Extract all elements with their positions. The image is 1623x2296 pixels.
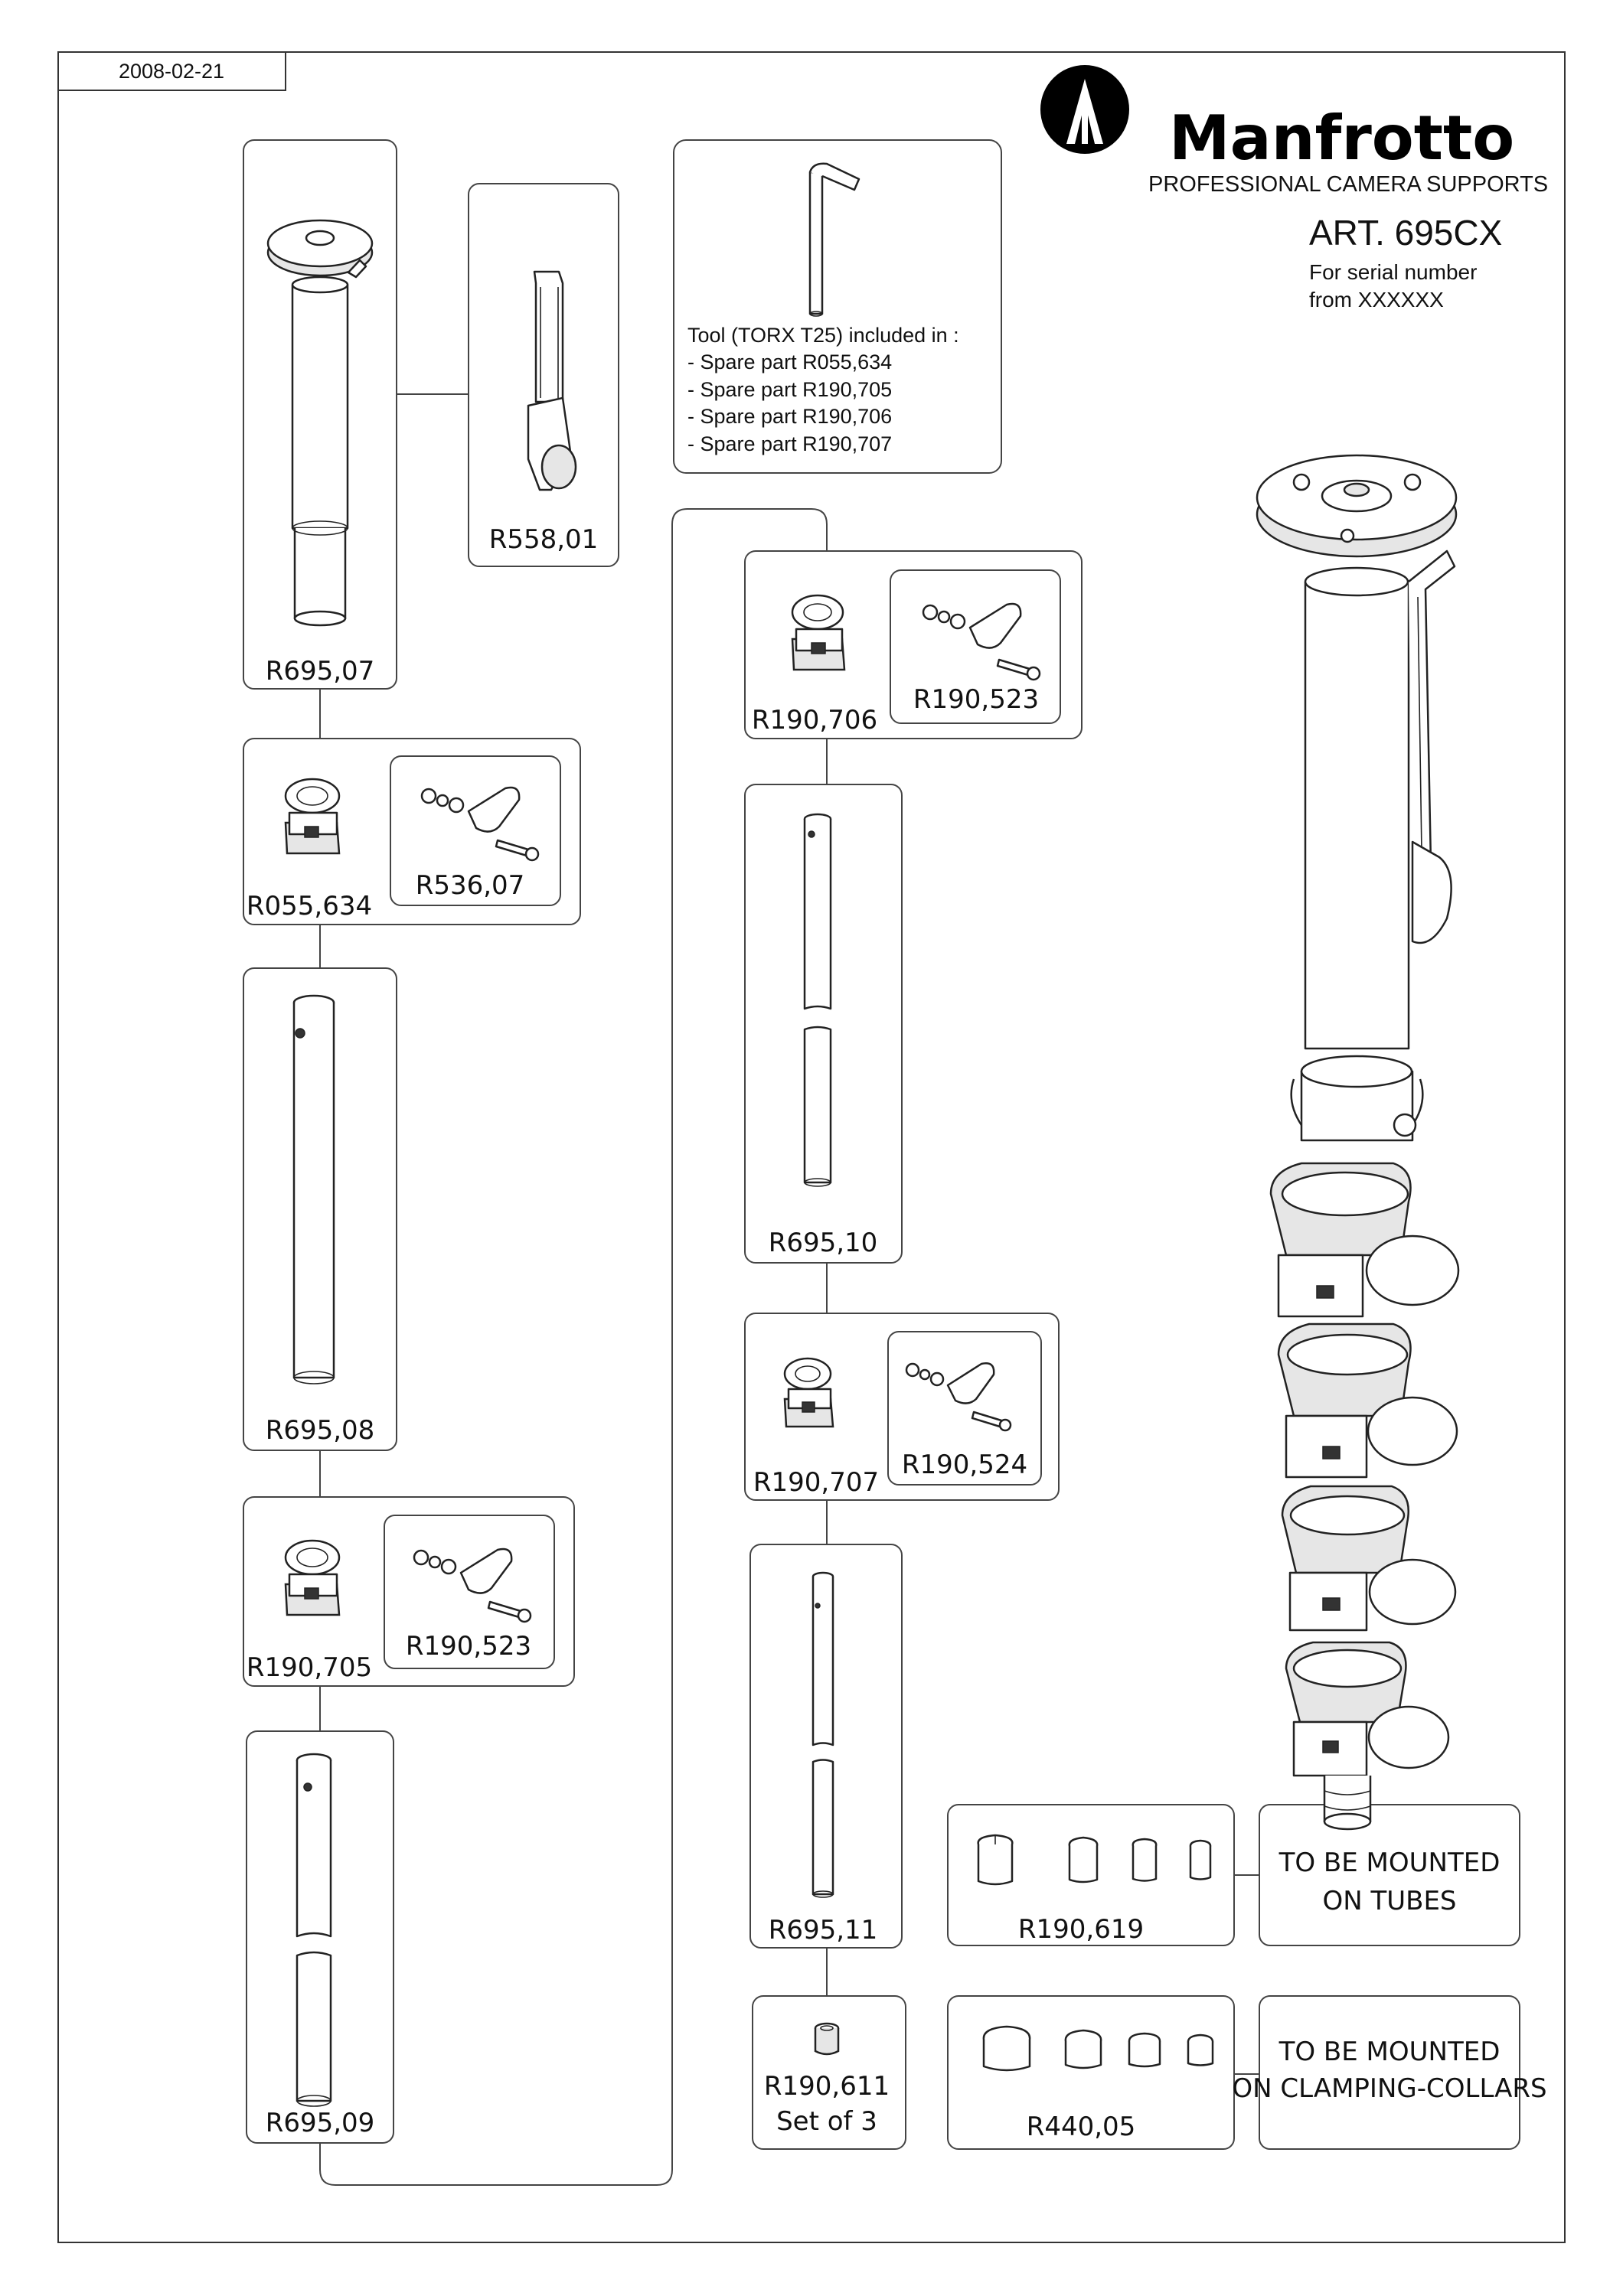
tube-section-2-part — [292, 994, 335, 1384]
lever-screw-part — [420, 786, 540, 862]
torx-key-icon — [808, 162, 860, 317]
label-r695-08: R695,08 — [266, 1415, 375, 1446]
note-box-tubes — [1259, 1804, 1520, 1946]
label-r190-523-b: R190,523 — [913, 684, 1039, 715]
serial-line-1: For serial number — [1309, 260, 1477, 284]
assembled-monopod-illustration — [1256, 454, 1460, 1831]
tube-bushings-part — [977, 1834, 1212, 1886]
date-label: 2008-02-21 — [119, 60, 224, 83]
article-number: ART. 695CX — [1309, 213, 1502, 253]
label-r055-634: R055,634 — [247, 891, 372, 921]
label-r558-01: R558,01 — [489, 524, 599, 555]
note-collars-line-1: TO BE MOUNTED — [1278, 2037, 1501, 2067]
label-r695-09: R695,09 — [266, 2108, 375, 2138]
note-tubes-line-2: ON TUBES — [1322, 1886, 1456, 1916]
tool-note-title: Tool (TORX T25) included in : — [687, 324, 959, 347]
note-tubes-line-1: TO BE MOUNTED — [1278, 1848, 1501, 1878]
label-r695-10: R695,10 — [769, 1228, 878, 1258]
label-r190-611: R190,611 — [764, 2071, 890, 2102]
part-box-r190-611 — [752, 1995, 906, 2150]
clamp-collar-part — [783, 1357, 834, 1428]
note-collars-line-2: ON CLAMPING-COLLARS — [1232, 2073, 1546, 2104]
part-box-r695-11 — [749, 1544, 903, 1949]
label-r695-11: R695,11 — [769, 1915, 878, 1945]
tube-section-4-part — [803, 813, 832, 1187]
clamp-collar-part — [791, 594, 846, 671]
label-r536-07: R536,07 — [416, 870, 525, 901]
top-tube-part — [266, 219, 374, 627]
lever-screw-part — [413, 1548, 532, 1623]
label-r190-524: R190,524 — [902, 1450, 1027, 1480]
collar-bushings-part — [982, 2025, 1214, 2072]
label-r190-619: R190,619 — [1018, 1914, 1144, 1945]
label-r190-705: R190,705 — [247, 1652, 372, 1683]
manfrotto-logo: Manfrotto — [1040, 65, 1514, 174]
brand-tagline: PROFESSIONAL CAMERA SUPPORTS — [1148, 172, 1548, 197]
tool-note-line-2: - Spare part R190,705 — [687, 378, 892, 401]
leg-lock-lever-part — [527, 270, 577, 491]
tube-section-3-part — [296, 1753, 332, 2107]
connector-lines — [319, 393, 1259, 2186]
tool-note-line-4: - Spare part R190,707 — [687, 432, 892, 455]
label-r695-07: R695,07 — [266, 656, 375, 687]
page-frame — [57, 51, 1566, 2243]
part-box-r695-09 — [246, 1730, 394, 2144]
tool-note-line-3: - Spare part R190,706 — [687, 405, 892, 428]
foot-part — [814, 2022, 840, 2056]
tube-section-5-part — [812, 1571, 834, 1898]
part-box-r695-10 — [744, 784, 903, 1264]
label-r190-611-qty: Set of 3 — [776, 2106, 877, 2137]
serial-line-2: from XXXXXX — [1309, 288, 1444, 311]
label-r440-05: R440,05 — [1027, 2112, 1136, 2142]
label-r190-706: R190,706 — [752, 705, 877, 735]
tool-note-line-1: - Spare part R055,634 — [687, 351, 892, 373]
lever-screw-part — [905, 1362, 1012, 1432]
tool-note-box — [673, 139, 1002, 474]
clamp-collar-part — [284, 1539, 341, 1616]
date-box — [58, 51, 286, 91]
note-box-collars — [1259, 1995, 1520, 2150]
brand-wordmark: Manfrotto — [1169, 103, 1514, 174]
clamp-collar-part — [284, 778, 341, 855]
label-r190-707: R190,707 — [753, 1467, 879, 1498]
lever-screw-part — [922, 602, 1041, 681]
label-r190-523-a: R190,523 — [406, 1631, 531, 1662]
